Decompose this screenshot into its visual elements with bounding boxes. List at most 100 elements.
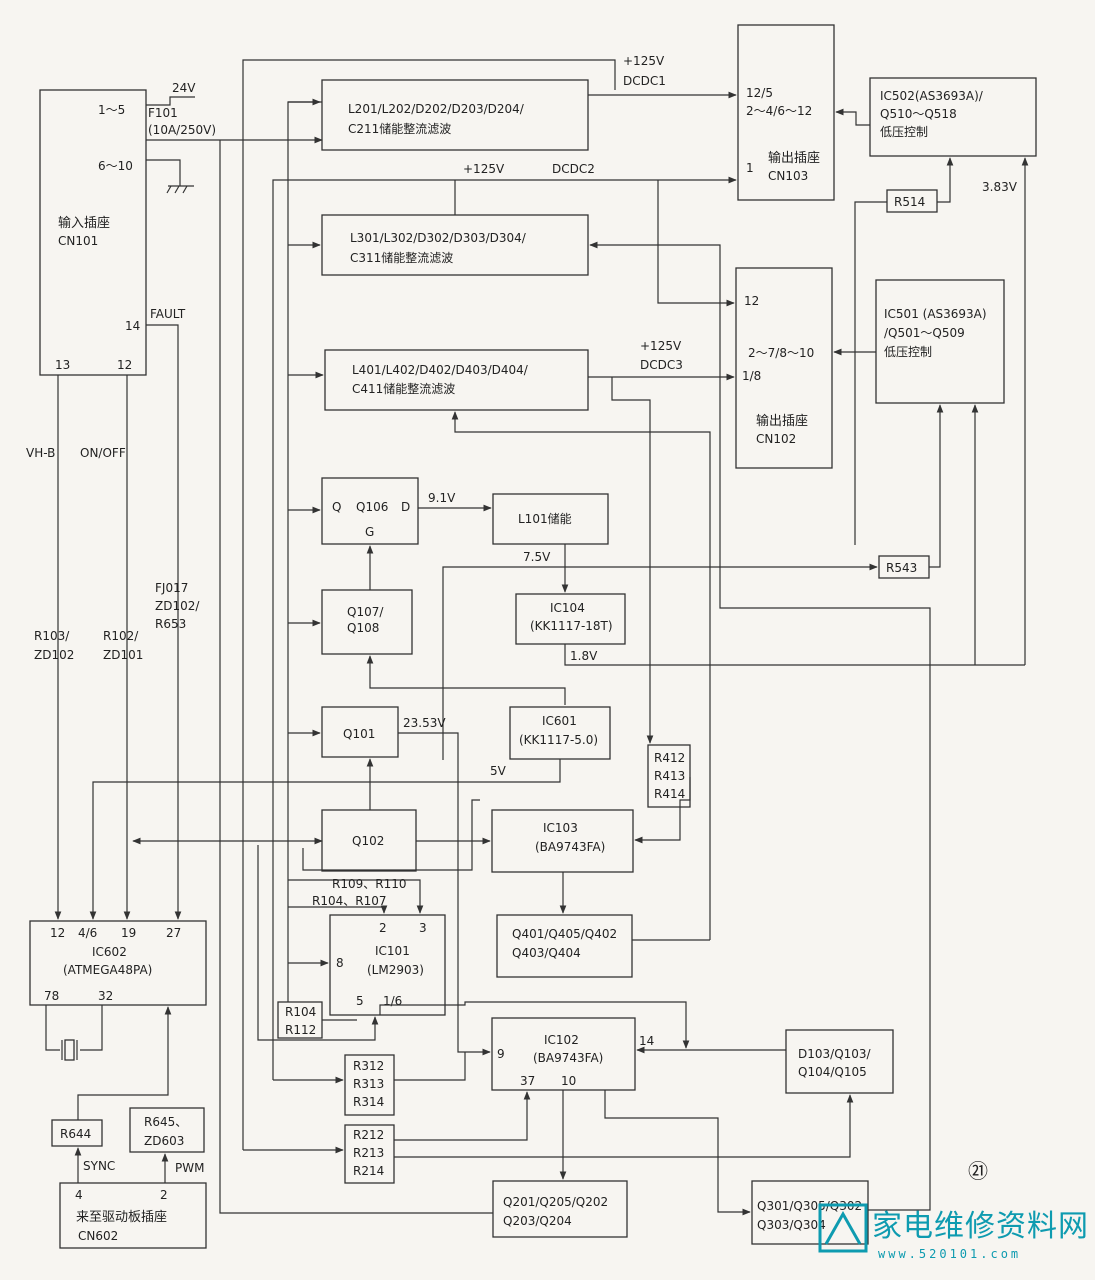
r102-label: R102/ — [103, 629, 139, 643]
block-label: 12/5 — [746, 86, 773, 100]
v383-label: 3.83V — [982, 180, 1018, 194]
block-label: 来至驱动板插座 — [76, 1210, 167, 1225]
q102-block: Q102 — [321, 809, 417, 872]
block-label: 1/8 — [742, 369, 761, 383]
block-label: IC102 — [544, 1033, 579, 1047]
r312-block: R312 R313 R314 — [344, 1054, 395, 1116]
crystal-icon — [45, 1005, 103, 1061]
block-label: IC602 — [92, 945, 127, 959]
block-label: D — [401, 500, 410, 514]
block-label: 2～4/6～12 — [746, 104, 812, 118]
block-label: 输出插座 — [768, 150, 820, 166]
block-label: 2 — [379, 921, 387, 935]
block-label: R312 — [353, 1059, 384, 1073]
ic103-block: IC103 (BA9743FA) — [491, 809, 634, 873]
block-label: C311储能整流滤波 — [350, 250, 453, 265]
block-label: R645、 — [144, 1115, 187, 1129]
block-label: 输出插座 — [756, 413, 808, 429]
q107-block: Q107/ Q108 — [321, 589, 413, 655]
block-label: (LM2903) — [367, 963, 424, 977]
block-label: L301/L302/D302/D303/D304/ — [350, 231, 527, 245]
dcdc1-label: DCDC1 — [623, 74, 666, 88]
ic501-block: IC501 (AS3693A) /Q501～Q509 低压控制 — [875, 279, 1005, 404]
f101-label: F101 — [148, 106, 178, 120]
block-label: Q107/ — [347, 605, 384, 619]
watermark-url: www.520101.com — [878, 1247, 1021, 1261]
v125c-label: +125V — [640, 339, 682, 353]
v125a-label: +125V — [623, 54, 665, 68]
block-label: 1 — [746, 161, 754, 175]
v2353-label: 23.53V — [403, 716, 446, 730]
ground-icon — [146, 159, 194, 194]
onoff-label: ON/OFF — [80, 446, 126, 460]
block-label: (KK1117-18T) — [530, 619, 613, 633]
cn101-pin-14: 14 — [125, 319, 140, 333]
r653-label: R653 — [155, 617, 186, 631]
ic101-block: 2 3 8 IC101 (LM2903) 5 1/6 — [329, 914, 446, 1016]
r109-label: R109、R110 — [332, 877, 407, 891]
block-label: Q403/Q404 — [512, 946, 581, 960]
block-label: R112 — [285, 1023, 316, 1037]
block-label: 4 — [75, 1188, 83, 1202]
block-label: 27 — [166, 926, 181, 940]
block-label: 2～7/8～10 — [748, 346, 814, 360]
block-label: CN602 — [78, 1229, 118, 1243]
sync-label: SYNC — [83, 1159, 115, 1173]
l101-block: L101储能 — [492, 493, 609, 545]
block-label: IC104 — [550, 601, 585, 615]
block-label: R414 — [654, 787, 685, 801]
cn103-output-socket: 12/5 2～4/6～12 1 输出插座 CN103 — [737, 24, 835, 201]
block-label: CN102 — [756, 432, 796, 446]
dcdc3-label: DCDC3 — [640, 358, 683, 372]
q101-block: Q101 — [321, 706, 399, 758]
block-label: Q201/Q205/Q202 — [503, 1195, 608, 1209]
block-label: R412 — [654, 751, 685, 765]
block-label: (ATMEGA48PA) — [63, 963, 152, 977]
block-label: Q303/Q304 — [757, 1218, 826, 1232]
block-label: R543 — [886, 561, 917, 575]
block-label: Q401/Q405/Q402 — [512, 927, 617, 941]
cn101-input-socket: 1～5 6～10 输入插座 CN101 14 13 12 — [39, 89, 147, 376]
l401-block: L401/L402/D402/D403/D404/ C411储能整流滤波 — [324, 349, 589, 411]
block-label: L201/L202/D202/D203/D204/ — [348, 102, 525, 116]
watermark-text: 家电维修资料网 — [872, 1209, 1089, 1244]
cn101-title: 输入插座 — [58, 215, 110, 231]
ic502-block: IC502(AS3693A)/ Q510～Q518 低压控制 — [869, 77, 1037, 157]
r212-block: R212 R213 R214 — [344, 1124, 395, 1184]
cn602-block: 4 2 来至驱动板插座 CN602 — [59, 1182, 207, 1249]
block-label: IC101 — [375, 944, 410, 958]
block-label: C411储能整流滤波 — [352, 381, 455, 396]
block-label: 37 — [520, 1074, 535, 1088]
block-label: Q510～Q518 — [880, 107, 957, 121]
block-label: ZD603 — [144, 1134, 184, 1148]
v125b-label: +125V — [463, 162, 505, 176]
zd102b-label: ZD102/ — [155, 599, 200, 613]
q301-block: Q301/Q305/Q302 Q303/Q304 — [751, 1180, 869, 1245]
watermark-logo: 家电维修资料网 www.520101.com — [818, 1203, 1089, 1261]
v91-label: 9.1V — [428, 491, 456, 505]
fault-label: FAULT — [150, 307, 186, 321]
r514-block: R514 — [886, 189, 938, 213]
block-label: (BA9743FA) — [535, 840, 605, 854]
v24-label: 24V — [172, 81, 196, 95]
block-label: IC103 — [543, 821, 578, 835]
v75-label: 7.5V — [523, 550, 551, 564]
l301-block: L301/L302/D302/D303/D304/ C311储能整流滤波 — [321, 214, 589, 276]
block-label: 5 — [356, 994, 364, 1008]
block-label: L101储能 — [518, 511, 572, 526]
block-label: 2 — [160, 1188, 168, 1202]
block-label: R104 — [285, 1005, 316, 1019]
block-label: R313 — [353, 1077, 384, 1091]
v5-label: 5V — [490, 764, 507, 778]
block-label: Q108 — [347, 621, 379, 635]
ic601-block: IC601 (KK1117-5.0) — [509, 706, 611, 760]
block-label: 1/6 — [383, 994, 402, 1008]
block-label: (BA9743FA) — [533, 1051, 603, 1065]
block-label: R514 — [894, 195, 925, 209]
ic602-block: 12 4/6 19 27 IC602 (ATMEGA48PA) 78 32 — [29, 920, 207, 1006]
q401-block: Q401/Q405/Q402 Q403/Q404 — [496, 914, 633, 978]
block-label: C211储能整流滤波 — [348, 121, 451, 136]
r644-block: R644 — [51, 1119, 103, 1147]
block-label: Q104/Q105 — [798, 1065, 867, 1079]
